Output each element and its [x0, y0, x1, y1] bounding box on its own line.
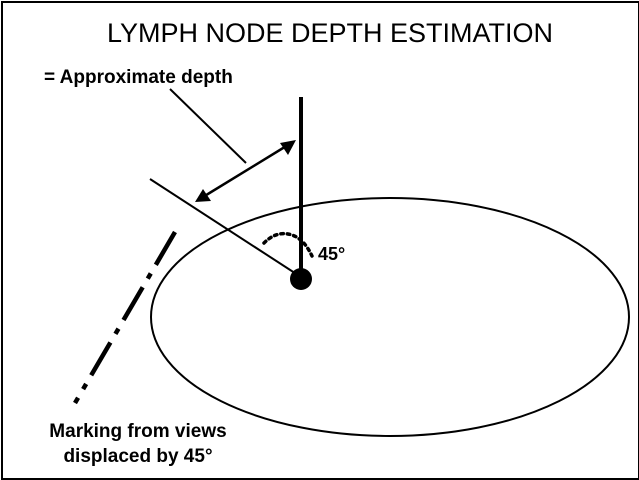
- approximate-depth-label: = Approximate depth: [44, 67, 233, 88]
- angle-label: 45°: [318, 244, 345, 264]
- diagram-title: LYMPH NODE DEPTH ESTIMATION: [107, 18, 553, 48]
- marking-dash-dot-line: [73, 230, 177, 405]
- marking-label-line-1: Marking from views: [49, 421, 226, 442]
- depth-arrowhead-lower-icon: [195, 189, 211, 202]
- depth-double-arrow-shaft: [202, 143, 289, 199]
- displaced-view-line: [149, 178, 302, 278]
- depth-label-leader-line: [169, 88, 247, 164]
- angle-arc-dotted: [262, 231, 314, 258]
- marking-label-line-2: displaced by 45°: [63, 446, 212, 467]
- lymph-node-dot: [290, 268, 312, 290]
- depth-arrowhead-upper-icon: [280, 140, 296, 155]
- breast-outline-ellipse: [150, 197, 630, 437]
